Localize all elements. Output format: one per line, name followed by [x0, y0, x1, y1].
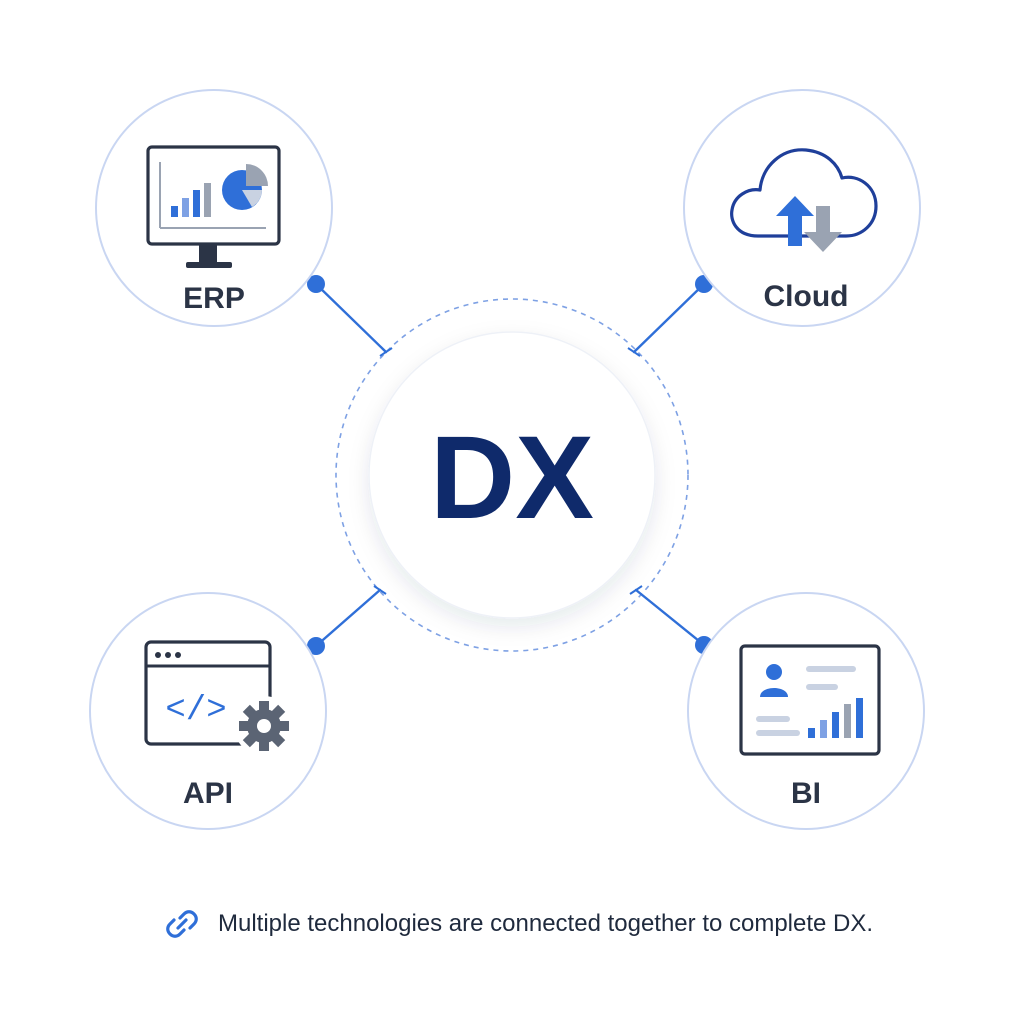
- connector-dot-api: [307, 637, 325, 655]
- svg-text:</>: </>: [165, 692, 226, 730]
- connectors: [314, 282, 706, 648]
- connector-ticks: [373, 347, 643, 595]
- monitor-chart-icon: [146, 145, 281, 268]
- caption-text: Multiple technologies are connected toge…: [218, 910, 874, 937]
- link-icon: [164, 906, 200, 942]
- connector-dot-erp: [307, 275, 325, 293]
- dx-center-label: DX: [430, 412, 594, 544]
- api-label: API: [183, 777, 233, 810]
- connector-cloud: [632, 282, 706, 354]
- connector-erp: [314, 282, 388, 354]
- dashboard-profile-icon: [739, 644, 881, 756]
- dx-center-circle: [368, 331, 656, 619]
- caption: Multiple technologies are connected toge…: [164, 900, 924, 948]
- dashed-orbit: [335, 298, 689, 652]
- connector-bi: [634, 588, 706, 647]
- connector-api: [314, 588, 382, 648]
- code-window-gear-icon: </>: [144, 640, 294, 756]
- bi-label: BI: [791, 777, 821, 810]
- erp-label: ERP: [183, 282, 245, 315]
- cloud-sync-icon: [730, 148, 878, 252]
- cloud-label: Cloud: [764, 280, 849, 313]
